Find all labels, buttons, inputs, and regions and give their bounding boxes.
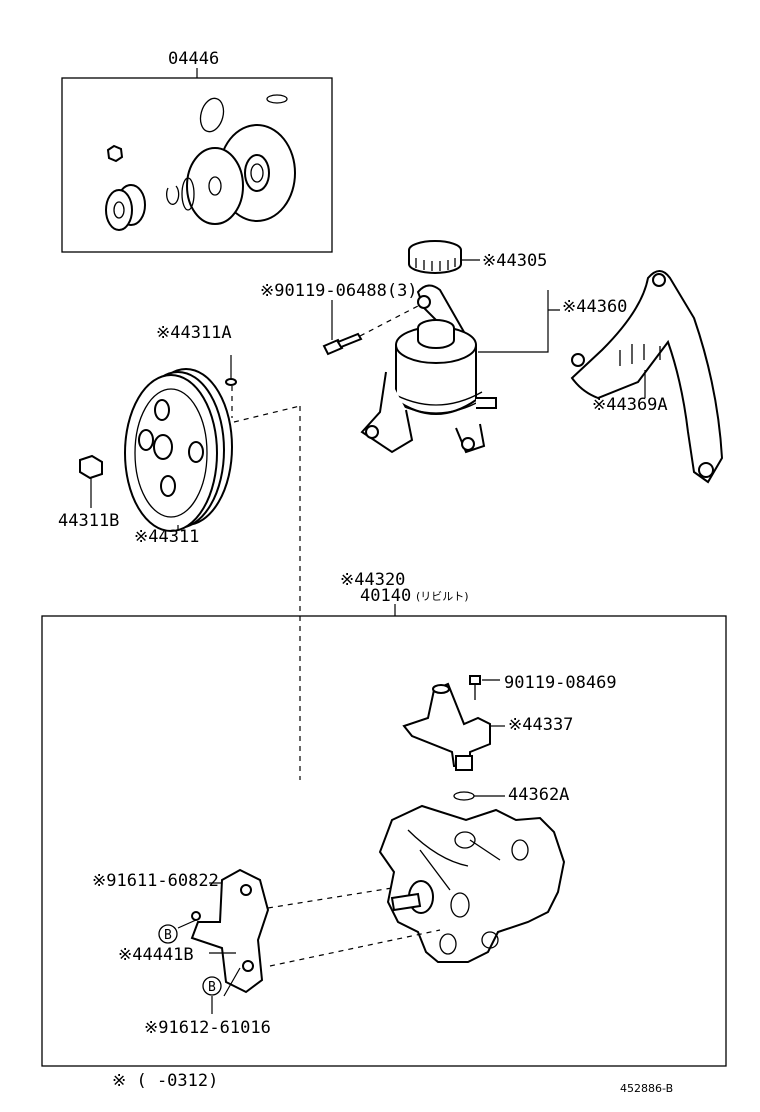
oring-icon (199, 97, 225, 133)
reservoir-neck-icon (417, 319, 455, 349)
label-pump-rebuilt-note: (リビルト) (416, 590, 469, 603)
label-kit: 04446 (168, 49, 219, 69)
label-bolt-bracket-b2: ※91612-61016 (144, 1018, 271, 1038)
seal-ring-icon (181, 177, 195, 211)
label-bolt-union: 90119-08469 (504, 673, 617, 693)
callout-b-text: B (164, 928, 172, 943)
callout-b-text: B (208, 980, 216, 995)
snap-ring-icon (166, 185, 180, 205)
pump-body-icon (378, 804, 566, 963)
label-pulley-key: ※44311A (156, 323, 232, 343)
label-reservoir: ※44360 (562, 297, 627, 317)
label-bolt-res: ※90119-06488(3) (260, 281, 418, 301)
gasket-hole-icon (244, 154, 270, 192)
label-bracket-res: ※44369A (592, 395, 668, 415)
label-bolt-bracket-b: ※91611-60822 (92, 871, 219, 891)
pump-shaft-icon (390, 892, 422, 912)
seal-kit-group (61, 68, 333, 253)
cap-icon (408, 250, 462, 274)
pulley-group (79, 355, 301, 532)
gasket-medium-icon (186, 147, 244, 225)
diagram-id: 452886-B (620, 1082, 673, 1095)
reservoir-outlet-icon (476, 397, 497, 409)
label-pump-main: ※44320 (340, 570, 405, 590)
pump-group (158, 675, 566, 1014)
label-cap: ※44305 (482, 251, 547, 271)
reservoir-bracket-group (570, 270, 724, 484)
union-oring-icon (453, 791, 475, 801)
footnote: ※ ( -0312) (112, 1071, 218, 1091)
bracket-body-icon (570, 270, 724, 484)
label-pump-rebuilt: 40140 (360, 586, 411, 606)
union-bolt-head-icon (469, 675, 481, 685)
label-union: ※44337 (508, 715, 573, 735)
pulley-key-icon (225, 378, 237, 386)
nut-small-icon (106, 144, 124, 163)
bearing-icon (105, 189, 133, 231)
label-pulley-nut: 44311B (58, 511, 119, 531)
reservoir-bolt-icon (336, 332, 363, 349)
pulley-nut-icon (79, 454, 103, 480)
reservoir-leader (478, 290, 560, 353)
pulley-hub-icon (153, 434, 173, 460)
pump-assembly-frame (41, 615, 727, 1067)
label-oring: 44362A (508, 785, 569, 805)
small-oring-icon (266, 94, 288, 104)
reservoir-bolt-head-icon (322, 338, 344, 356)
reservoir-group (322, 240, 560, 454)
union-fitting-icon (402, 682, 491, 767)
callout-b-icon (202, 976, 222, 996)
label-bracket: ※44441B (118, 945, 194, 965)
callout-b-icon (158, 924, 178, 944)
label-pulley: ※44311 (134, 527, 199, 547)
